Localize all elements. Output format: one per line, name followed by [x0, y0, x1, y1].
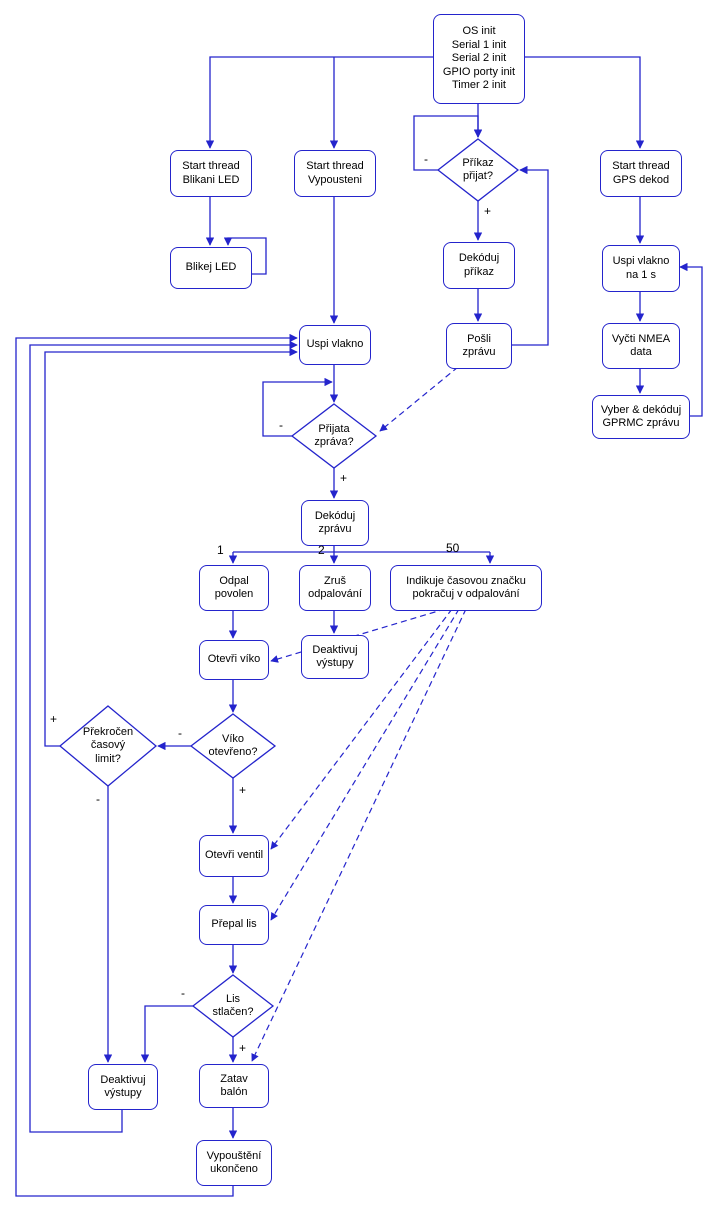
node-dekoduj-zpravu: Dekóduj zprávu	[301, 500, 369, 546]
node-indikuje-casovou-znacku: Indikuje časovou značku pokračuj v odpal…	[390, 565, 542, 611]
node-deaktivuj-vystupy-bot: Deaktivuj výstupy	[88, 1064, 158, 1110]
decision-shapes	[58, 138, 520, 1038]
node-prepal-lis: Přepal lis	[199, 905, 269, 945]
solid-edges	[15, 56, 703, 1197]
node-start-thread-blikani-led: Start thread Blikani LED	[170, 150, 252, 197]
edge-label-prekrocen-minus: -	[96, 792, 100, 806]
node-odpal-povolen: Odpal povolen	[199, 565, 269, 611]
edge-label-prikaz-plus: +	[484, 204, 492, 218]
dashed-edges	[251, 366, 467, 1062]
node-uspi-vlakno-na-1s: Uspi vlakno na 1 s	[602, 245, 680, 292]
node-vypousteni-ukonceno: Vypouštění ukončeno	[196, 1140, 272, 1186]
node-vyber-dekoduj-gprmc: Vyber & dekóduj GPRMC zprávu	[592, 395, 690, 439]
edge-label-prijata-plus: +	[340, 471, 348, 485]
node-deaktivuj-vystupy-mid: Deaktivuj výstupy	[301, 635, 369, 679]
edge-label-branch-1: 1	[217, 543, 224, 557]
edge-label-prijata-minus: -	[279, 418, 283, 432]
node-start-thread-vypousteni: Start thread Vypousteni	[294, 150, 376, 197]
edge-label-viko-plus: +	[239, 783, 247, 797]
node-os-init: OS init Serial 1 init Serial 2 init GPIO…	[433, 14, 525, 104]
decision-viko-otevreno: Víko otevřeno?	[208, 732, 258, 759]
edge-label-lis-minus: -	[181, 986, 185, 1000]
node-otevri-viko: Otevři víko	[199, 640, 269, 680]
node-vycti-nmea-data: Vyčti NMEA data	[602, 323, 680, 369]
edge-label-lis-plus: +	[239, 1041, 247, 1055]
edge-label-prikaz-minus: -	[424, 152, 428, 166]
node-posli-zpravu: Pošli zprávu	[446, 323, 512, 369]
node-zatav-balon: Zatav balón	[199, 1064, 269, 1108]
node-otevri-ventil: Otevři ventil	[199, 835, 269, 877]
edge-label-viko-minus: -	[178, 726, 182, 740]
edge-label-branch-2: 2	[318, 543, 325, 557]
edge-label-prekrocen-plus: +	[50, 712, 58, 726]
decision-prikaz-prijat: Příkaz přijat?	[462, 156, 494, 183]
edge-label-branch-50: 50	[446, 541, 460, 555]
node-dekoduj-prikaz: Dekóduj příkaz	[443, 242, 515, 289]
node-uspi-vlakno: Uspi vlakno	[299, 325, 371, 365]
decision-prijata-zprava: Přijata zpráva?	[314, 422, 354, 449]
decision-prekrocen-casovy-limit: Překročen časový limit?	[82, 725, 134, 765]
node-zrus-odpalovani: Zruš odpalování	[299, 565, 371, 611]
node-blikej-led: Blikej LED	[170, 247, 252, 289]
decision-lis-stlacen: Lis stlačen?	[212, 992, 254, 1019]
node-start-thread-gps-dekod: Start thread GPS dekod	[600, 150, 682, 197]
